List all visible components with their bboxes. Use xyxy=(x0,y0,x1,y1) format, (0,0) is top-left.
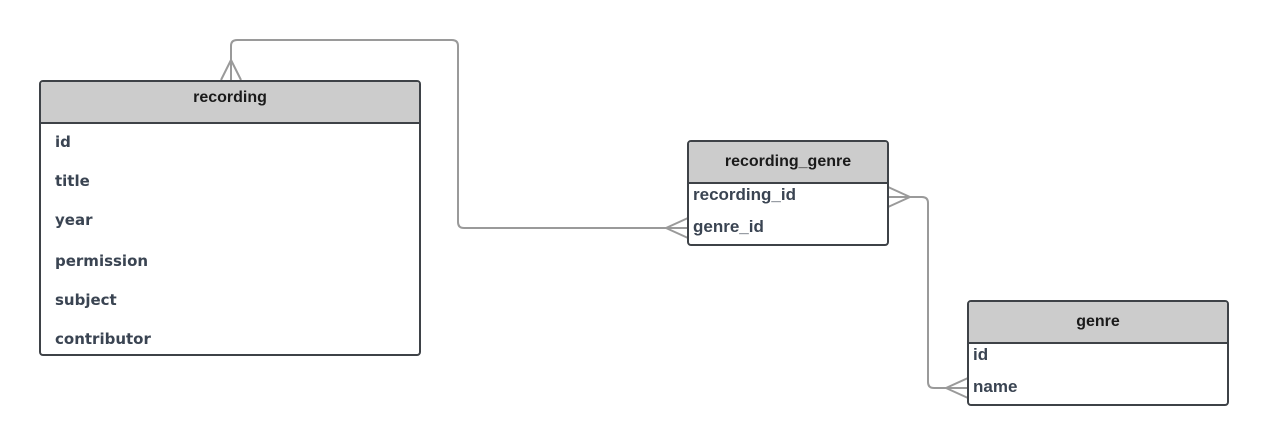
entity-recording-title: recording xyxy=(41,82,419,124)
connector-recording-genre-to-genre xyxy=(888,196,968,389)
entity-recording-genre-title: recording_genre xyxy=(689,142,887,184)
entity-recording-genre[interactable]: recording_genre recording_id genre_id xyxy=(687,140,889,246)
field-permission: permission xyxy=(55,252,149,270)
field-title: title xyxy=(55,172,90,190)
field-genre-entity-id: id xyxy=(973,345,989,364)
field-id: id xyxy=(55,133,71,151)
field-name: name xyxy=(973,377,1018,396)
crows-foot-recording-many xyxy=(220,59,242,81)
crows-foot-genre-name-many xyxy=(945,377,969,399)
field-genre-id: genre_id xyxy=(693,217,764,236)
field-recording-id: recording_id xyxy=(693,185,796,204)
connector-recording-to-recording-genre xyxy=(230,39,688,229)
entity-genre-title: genre xyxy=(969,302,1227,344)
field-subject: subject xyxy=(55,291,117,309)
crows-foot-genre-id-many xyxy=(665,217,689,239)
entity-recording[interactable]: recording id title year permission subje… xyxy=(39,80,421,356)
crows-foot-recording-id-many xyxy=(887,186,911,208)
field-year: year xyxy=(55,211,93,229)
entity-genre[interactable]: genre id name xyxy=(967,300,1229,406)
field-contributor: contributor xyxy=(55,330,151,348)
